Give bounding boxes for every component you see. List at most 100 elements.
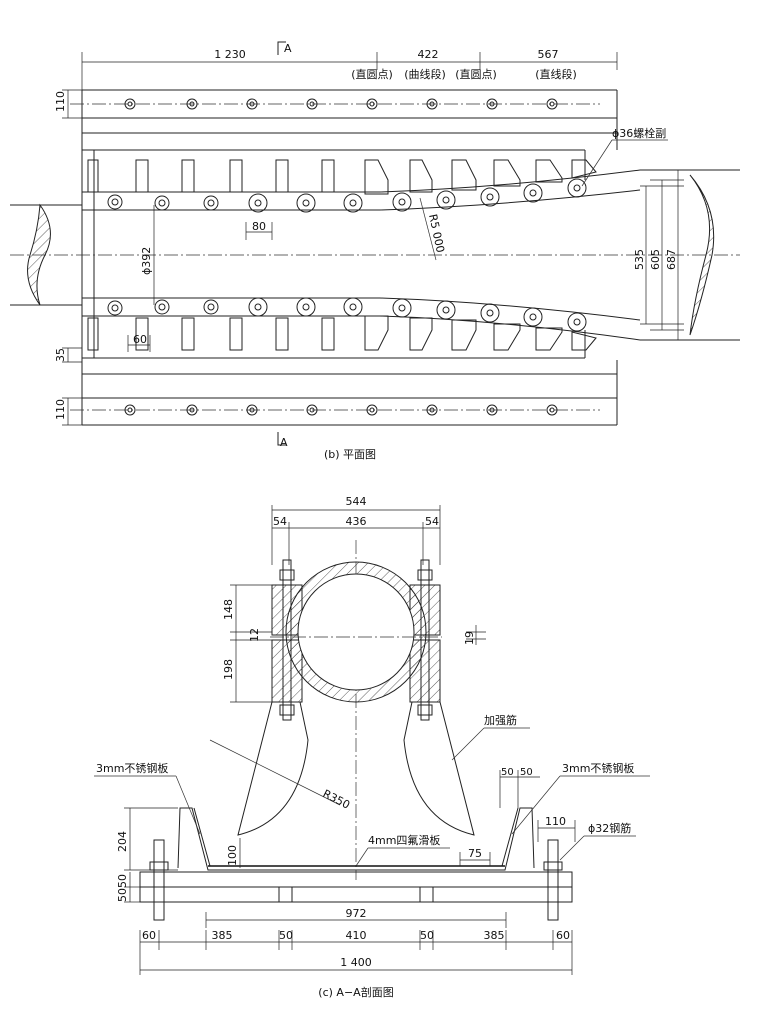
zone-straight-circle-1: (直圆点) — [351, 67, 393, 81]
rail-bolt — [480, 303, 500, 323]
section-ribs — [237, 701, 475, 836]
rib-label-group: 加强筋 — [451, 713, 530, 761]
plan-right-dims: 535 605 687 — [633, 170, 684, 340]
dim-972: 972 — [346, 907, 367, 920]
plan-body — [10, 89, 740, 426]
edge-bolt — [246, 98, 258, 110]
rail-bolt — [523, 183, 543, 203]
dim-148: 148 — [222, 599, 235, 620]
edge-bolt — [186, 404, 198, 416]
radius-r350: R350 — [321, 787, 352, 812]
edge-bolt — [306, 404, 318, 416]
dim-544: 544 — [346, 495, 367, 508]
plan-rail-bolts — [107, 178, 587, 332]
ptfe-group: 4mm四氟滑板 — [355, 833, 450, 867]
dim-50-b: 50 — [520, 767, 533, 778]
rib-label: 加强筋 — [484, 713, 517, 727]
dim-1400: 1 400 — [340, 956, 372, 969]
dim-54-right: 54 — [425, 515, 439, 528]
rail-bolt — [296, 193, 316, 213]
section-mark-bottom: A — [277, 432, 288, 449]
zone-straight: (直线段) — [535, 67, 577, 81]
dim-422: 422 — [418, 48, 439, 61]
plan-view: 1 230 422 567 (直圆点) (曲线段) (直圆点) (直线段) A … — [10, 35, 740, 470]
dim-60-group: 60 — [127, 333, 151, 352]
edge-bolt — [486, 404, 498, 416]
dim-605: 605 — [649, 249, 662, 270]
rail-bolt — [107, 194, 123, 210]
dim-567: 567 — [538, 48, 559, 61]
dim-385-right: 385 — [484, 929, 505, 942]
rail-bolt — [392, 192, 412, 212]
rail-bolt — [567, 178, 587, 198]
dim-35: 35 — [54, 348, 67, 362]
zone-straight-circle-2: (直圆点) — [455, 67, 497, 81]
dim-50-right: 50 — [420, 929, 434, 942]
steel-label-right-group: 3mm不锈钢板 — [511, 761, 650, 835]
rail-bolt — [154, 195, 170, 211]
plan-ribs-bottom — [87, 315, 597, 351]
dim-110-bottom: 110 — [54, 399, 67, 420]
plan-ribs-top — [87, 159, 597, 195]
rail-bolt — [248, 193, 268, 213]
rail-bolt — [523, 307, 543, 327]
dim-392: ϕ392 — [140, 247, 153, 275]
section-left-clamp-dims: 148 12 198 — [222, 584, 272, 703]
rail-bolt — [480, 187, 500, 207]
plan-caption: (b) 平面图 — [324, 448, 376, 461]
dim-bottom-chain: 60 385 50 410 50 385 60 — [139, 929, 573, 975]
steel-label-right: 3mm不锈钢板 — [562, 761, 634, 775]
dim-1230: 1 230 — [214, 48, 246, 61]
dim-110-top: 110 — [54, 91, 67, 112]
rail-bolt — [436, 300, 456, 320]
edge-bolt — [546, 98, 558, 110]
edge-bolt — [366, 98, 378, 110]
dim-75: 75 — [468, 847, 482, 860]
plan-left-dims: 110 35 110 — [54, 89, 82, 426]
edge-bolt — [546, 404, 558, 416]
rail-bolt — [567, 312, 587, 332]
pipe-clamp — [270, 559, 442, 721]
edge-bolt — [246, 404, 258, 416]
section-trough — [177, 807, 535, 871]
section-radius: R350 — [209, 739, 352, 812]
section-5050-top: 50 50 — [499, 767, 540, 808]
rail-bolt — [248, 297, 268, 317]
dim-535: 535 — [633, 249, 646, 270]
edge-bolt — [306, 98, 318, 110]
rail-bolt — [296, 297, 316, 317]
dim-410: 410 — [346, 929, 367, 942]
dim-total-group: 1 400 — [140, 956, 572, 971]
dim-54-left: 54 — [273, 515, 287, 528]
rebar-label: ϕ32钢筋 — [588, 821, 631, 835]
dim-198: 198 — [222, 659, 235, 680]
rail-bolt — [203, 195, 219, 211]
rail-bolt — [343, 297, 363, 317]
rail-bolt — [436, 190, 456, 210]
pipe-left-end — [10, 203, 82, 306]
dim-50-a: 50 — [501, 767, 514, 778]
dim-75-group: 75 — [459, 847, 491, 866]
dim-12: 12 — [248, 628, 261, 642]
plan-top-dimensions: 1 230 422 567 (直圆点) (曲线段) (直圆点) (直线段) — [81, 48, 618, 90]
section-mark-top: A — [277, 41, 292, 55]
bolt-note: ϕ36螺栓副 — [581, 126, 668, 187]
rail-bolt — [203, 299, 219, 315]
section-caption: (c) A−A剖面图 — [318, 985, 393, 999]
bolt-note-label: ϕ36螺栓副 — [612, 126, 666, 140]
dim-385-left: 385 — [212, 929, 233, 942]
dim-50-left: 50 — [279, 929, 293, 942]
dim-110: 110 — [545, 815, 566, 828]
section-right-clamp-dim: 19 — [463, 625, 486, 645]
plan-edge-bolts — [124, 98, 558, 416]
edge-bolt — [486, 98, 498, 110]
section-mark-a-top: A — [284, 42, 292, 55]
pipe-right-end — [640, 169, 740, 341]
steel-label-left-group: 3mm不锈钢板 — [94, 761, 201, 835]
rail-bolt — [392, 298, 412, 318]
zone-curve: (曲线段) — [404, 67, 446, 81]
section-left-heights: 204 100 5050 — [116, 807, 241, 903]
rail-bolt — [154, 299, 170, 315]
dim-60-right: 60 — [556, 929, 570, 942]
edge-bolt — [426, 404, 438, 416]
